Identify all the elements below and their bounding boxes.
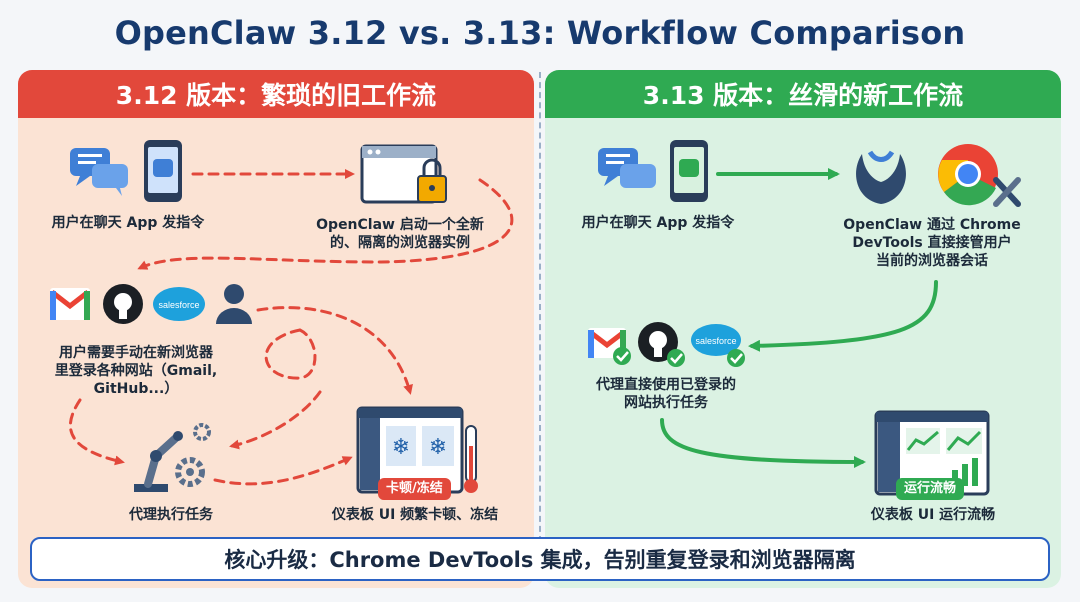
new-step-dashboard-label: 仪表板 UI 运行流畅 [870,507,996,523]
user-icon [216,284,252,324]
salesforce-text: salesforce [158,300,199,310]
github-icon [103,284,143,324]
github-verified-icon [638,322,685,367]
old-workflow-header: 3.12 版本：繁琐的旧工作流 [18,70,534,118]
panel-divider [539,72,541,542]
phone-icon [670,140,708,202]
old-step-dashboard-label: 仪表板 UI 频繁卡顿、冻结 [331,507,499,523]
new-workflow-header: 3.13 版本：丝滑的新工作流 [545,70,1061,118]
gmail-verified-icon [588,328,631,365]
page-title: OpenClaw 3.12 vs. 3.13: Workflow Compari… [114,14,966,52]
old-step-login-label: 用户需要手动在新浏览器 里登录各种网站（Gmail, GitHub...） [54,345,218,397]
new-step-chat-label: 用户在聊天 App 发指令 [581,215,735,231]
summary-footer: 核心升级：Chrome DevTools 集成，告别重复登录和浏览器隔离 [30,537,1050,581]
chrome-devtools-icon [938,144,1021,207]
smooth-dashboard-icon [874,410,990,496]
old-step-browser-label: OpenClaw 启动一个全新 的、隔离的浏览器实例 [316,217,484,251]
chat-bubbles-icon [598,148,656,188]
phone-icon [144,140,182,202]
old-step-execute-label: 代理执行任务 [129,507,213,523]
salesforce-icon: salesforce [153,287,205,321]
gmail-icon [50,288,90,320]
new-step-devtools-label: OpenClaw 通过 Chrome DevTools 直接接管用户 当前的浏览… [843,217,1021,269]
svg-text:❄: ❄ [429,435,447,460]
openclaw-claw-icon [856,150,906,204]
isolated-browser-lock-icon [360,144,447,204]
frozen-dashboard-icon: ❄ ❄ [356,406,478,494]
chat-bubbles-icon [70,148,128,196]
frozen-badge: 卡顿/冻结 [378,478,451,500]
svg-text:❄: ❄ [392,435,410,460]
smooth-badge: 运行流畅 [896,478,965,500]
robot-arm-gears-icon [134,423,211,492]
salesforce-verified-icon: salesforce [691,324,745,367]
old-step-chat-label: 用户在聊天 App 发指令 [51,215,205,231]
new-step-execute-label: 代理直接使用已登录的 网站执行任务 [596,377,736,411]
salesforce-text: salesforce [695,336,736,346]
